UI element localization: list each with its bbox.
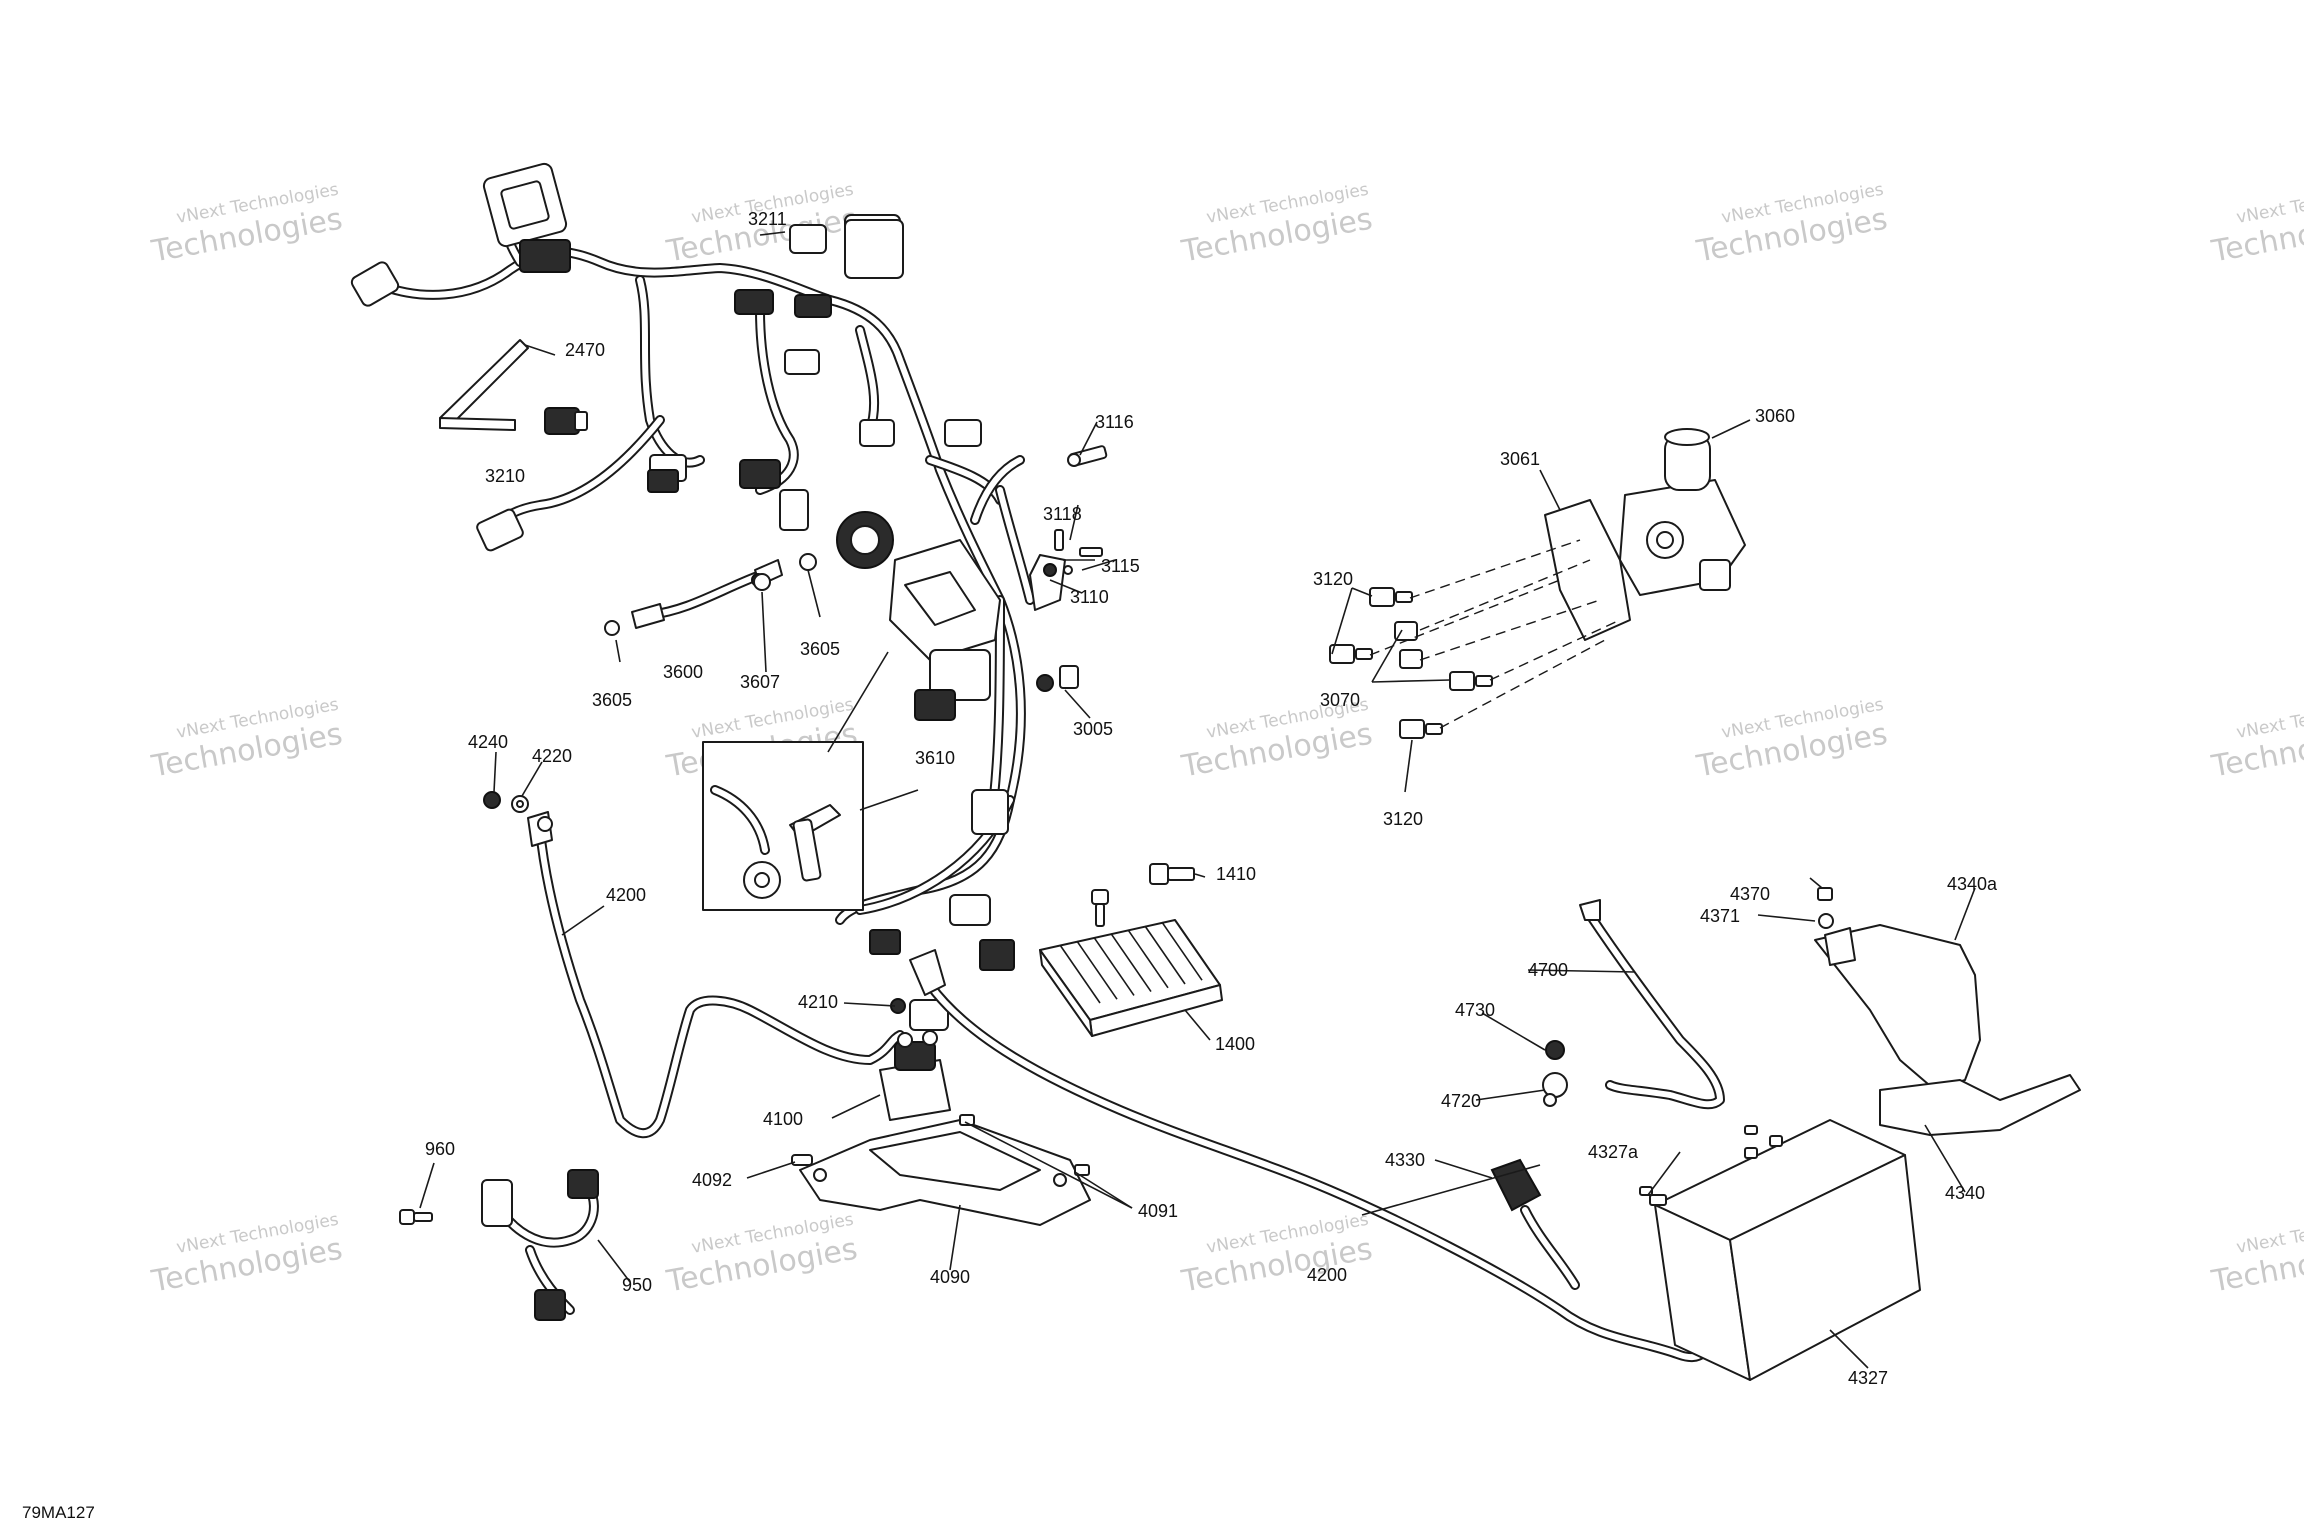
callout-4200-lower: 4200 (1307, 1265, 1347, 1285)
regulator-fin (1093, 936, 1135, 996)
callout-4091: 4091 (1138, 1201, 1178, 1221)
regulator-fin (1161, 921, 1203, 981)
part-3211-relay (844, 219, 904, 279)
callout-labels: 3211 2470 3210 3116 3118 3115 3110 3605 … (425, 209, 1998, 1388)
callout-4371: 4371 (1700, 906, 1740, 926)
callout-3120-lower: 3120 (1383, 809, 1423, 829)
callout-3115: 3115 (1101, 556, 1140, 576)
callout-3120-upper: 3120 (1313, 569, 1353, 589)
part-3005-nut (1036, 665, 1079, 692)
leader-lines (419, 231, 1976, 1369)
regulator-fin (1127, 929, 1169, 989)
callout-960: 960 (425, 1139, 455, 1159)
regulator-fin (1059, 944, 1101, 1004)
callout-4700: 4700 (1528, 960, 1568, 980)
bolts-3070 (1329, 587, 1493, 739)
callout-4100: 4100 (763, 1109, 803, 1129)
callout-4240: 4240 (468, 732, 508, 752)
callout-4092: 4092 (692, 1170, 732, 1190)
callout-1400: 1400 (1215, 1034, 1255, 1054)
harness-connectors (350, 162, 1015, 1031)
callout-3607: 3607 (740, 672, 780, 692)
small-hardware-42xx (483, 791, 906, 1014)
part-4327-battery (1639, 1119, 1921, 1381)
callout-1410: 1410 (1216, 864, 1256, 884)
part-4090-bracket (791, 1114, 1091, 1226)
sensor-3110-group (1029, 445, 1108, 611)
part-2470-strap (439, 339, 529, 431)
inset-detail-3610 (702, 741, 864, 911)
callout-3060: 3060 (1755, 406, 1795, 426)
callout-3110: 3110 (1070, 587, 1109, 607)
callout-3061: 3061 (1500, 449, 1540, 469)
callout-4340: 4340 (1945, 1183, 1985, 1203)
callout-3600: 3600 (663, 662, 703, 682)
callout-3116: 3116 (1095, 412, 1134, 432)
part-4200-battery-cable (527, 811, 1712, 1363)
part-3600-ground-cable (604, 553, 817, 636)
ecu-mount-assembly (836, 511, 1001, 721)
part-4340-battery-bracket (1814, 887, 2081, 1136)
callout-3605-upper: 3605 (800, 639, 840, 659)
regulator-fin (1110, 933, 1152, 993)
part-4100-starter-solenoid (879, 1030, 951, 1121)
figure-reference: 79MA127 (22, 1503, 95, 1522)
callout-4327a: 4327a (1588, 1142, 1639, 1162)
callout-4090: 4090 (930, 1267, 970, 1287)
regulator-fin (1076, 940, 1118, 1000)
callout-4327: 4327 (1848, 1368, 1888, 1388)
callout-3605-lower: 3605 (592, 690, 632, 710)
callout-3211: 3211 (748, 209, 787, 229)
callout-3610: 3610 (915, 748, 955, 768)
callout-3070: 3070 (1320, 690, 1360, 710)
callout-3118: 3118 (1043, 504, 1082, 524)
part-1400-voltage-regulator (1039, 919, 1223, 1037)
part-1410-screw (1091, 863, 1195, 927)
part-3060-servo-motor (1329, 428, 1746, 739)
callout-4720: 4720 (1441, 1091, 1481, 1111)
callout-2470: 2470 (565, 340, 605, 360)
callout-4370: 4370 (1730, 884, 1770, 904)
callout-4210: 4210 (798, 992, 838, 1012)
callout-4730: 4730 (1455, 1000, 1495, 1020)
part-4330-terminal-cover (1490, 1158, 1580, 1290)
callout-4200-upper: 4200 (606, 885, 646, 905)
callout-4220: 4220 (532, 746, 572, 766)
part-4700-ground-cable (1542, 899, 1725, 1110)
callout-950: 950 (622, 1275, 652, 1295)
callout-3210: 3210 (485, 466, 525, 486)
regulator-fin (1144, 925, 1186, 985)
regulator-fins (1059, 921, 1203, 1004)
callout-4330: 4330 (1385, 1150, 1425, 1170)
part-3210-sensor (544, 407, 588, 435)
callout-4340a: 4340a (1947, 874, 1998, 894)
part-950-harness (399, 1169, 599, 1321)
callout-3005: 3005 (1073, 719, 1113, 739)
